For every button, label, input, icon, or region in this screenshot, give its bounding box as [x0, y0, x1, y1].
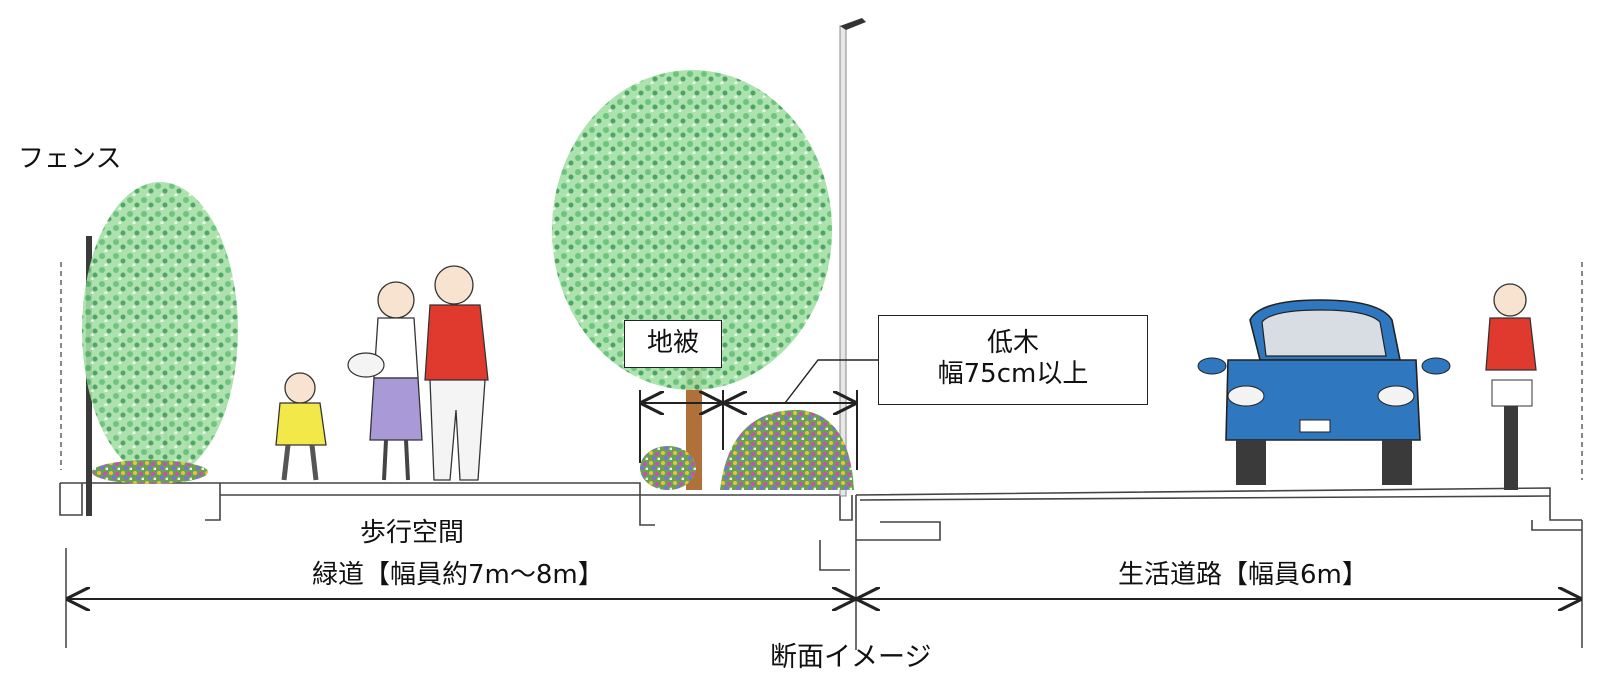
- living-road-label: 生活道路【幅員6m】: [1118, 560, 1368, 590]
- cyclist: [1485, 283, 1537, 490]
- left-tree: [82, 182, 238, 484]
- caption-label: 断面イメージ: [770, 642, 932, 673]
- shrub-bed: [640, 409, 854, 490]
- fence-label: フェンス: [18, 144, 122, 174]
- car: [1197, 299, 1451, 485]
- ground-cover-label-box: 地被: [624, 320, 722, 368]
- low-tree-label: 低木: [986, 328, 1039, 358]
- walk-space-label: 歩行空間: [360, 518, 465, 548]
- pedestrians: [275, 265, 489, 481]
- ground-section: [59, 482, 1582, 571]
- greenway-label: 緑道【幅員約7m〜8m】: [312, 560, 604, 590]
- shrub-leader-line: [784, 359, 878, 404]
- ground-cover-label: 地被: [646, 328, 699, 358]
- low-tree-label-box: 低木 幅75cm以上: [878, 315, 1148, 405]
- street-lamp: [839, 18, 866, 497]
- low-tree-width-label: 幅75cm以上: [937, 359, 1089, 389]
